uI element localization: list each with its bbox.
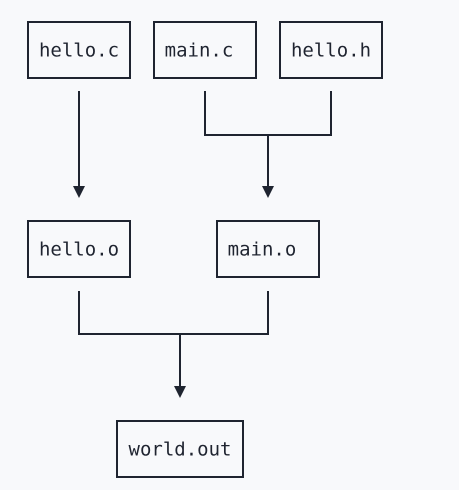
node-label: hello.o (39, 239, 119, 261)
arrow-down-icon (73, 186, 85, 198)
node-label: hello.h (291, 40, 371, 62)
arrow-down-icon (174, 386, 186, 398)
arrow-down-icon (262, 186, 274, 198)
node-hello-h: hello.h (279, 21, 383, 79)
node-hello-o: hello.o (27, 220, 131, 278)
node-label: main.o (228, 239, 297, 261)
arrowheads (73, 186, 274, 398)
node-hello-c: hello.c (27, 21, 131, 79)
node-main-o: main.o (216, 220, 320, 278)
node-label: world.out (129, 439, 232, 461)
connectors (78, 91, 332, 386)
node-main-c: main.c (153, 21, 257, 79)
node-label: main.c (165, 40, 234, 62)
edge-hello-o-main-o-merge (78, 291, 269, 335)
node-world-out: world.out (116, 420, 244, 478)
edge-main-c-hello-h-merge (204, 91, 332, 136)
node-label: hello.c (39, 40, 119, 62)
